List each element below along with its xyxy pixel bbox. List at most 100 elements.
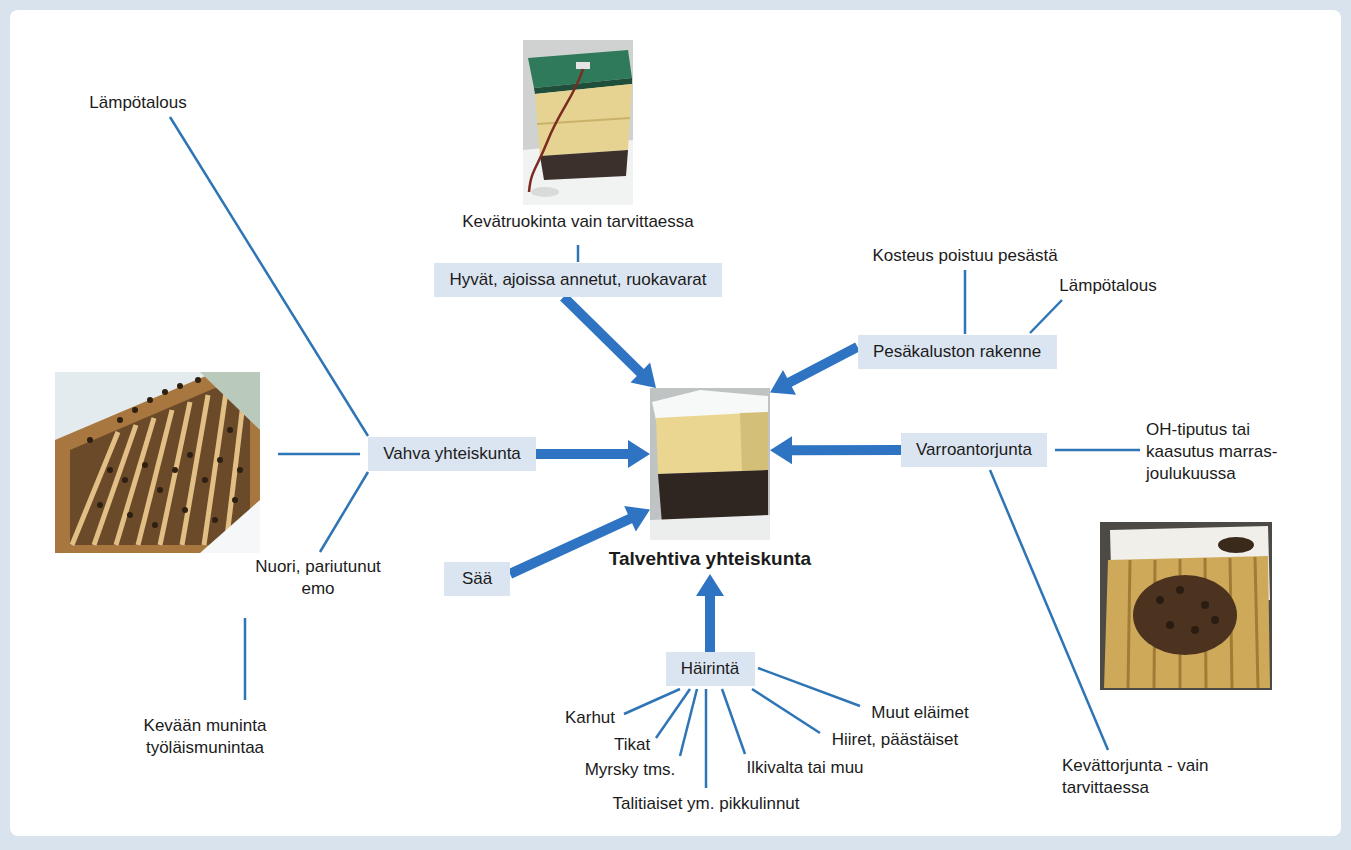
varroa-photo-part [1156, 586, 1219, 634]
box-text: Sää [462, 569, 492, 589]
bee-frames-photo-part-part [177, 383, 183, 389]
leader-lines-part [705, 689, 708, 788]
bee-frames-photo-part [55, 372, 260, 553]
wintering-hive-photo-part [650, 388, 770, 540]
annotation-label: Karhut [565, 707, 615, 729]
annotation-label: OH-tiputus tai kaasutus marras-joulukuus… [1146, 419, 1316, 485]
bee-frames-photo-part-part [162, 389, 168, 395]
factor-box: Sää [444, 562, 510, 596]
annotation-label: Ilkivalta tai muu [746, 757, 863, 779]
annotation-label: Tikat [614, 734, 650, 756]
bee-frames-photo-part-part [182, 507, 188, 513]
bee-frames-photo-part [138, 410, 172, 545]
box-text: Häirintä [681, 659, 740, 679]
bee-frames-photo-part-part [217, 457, 223, 463]
annotation-label: Nuori, pariutunut emo [253, 556, 383, 600]
hive-photo-top-part [540, 150, 628, 180]
leader-lines-part [278, 453, 360, 456]
bee-frames-photo-part [200, 500, 260, 553]
bee-frames-photo-part-part [97, 502, 103, 508]
leader-lines [170, 117, 1140, 788]
hive-photo-top-part [537, 118, 630, 124]
leader-lines-part [1030, 300, 1062, 333]
node-caption: Talvehtiva yhteiskunta [609, 548, 811, 570]
annotation-label: Kevään muninta työläismunintaa [135, 715, 275, 759]
box-text: Vahva yhteiskunta [383, 444, 521, 464]
bee-frames-photo-part-part [127, 512, 133, 518]
leader-lines-part [758, 668, 860, 706]
bee-frames-photo-part-part [202, 477, 208, 483]
leader-lines-part [656, 689, 690, 738]
annotation-label: Kevätruokinta vain tarvittaessa [462, 211, 694, 233]
bee-frames-photo-part [116, 418, 154, 545]
varroa-photo-part [1104, 556, 1270, 688]
factor-box: Vahva yhteiskunta [368, 437, 536, 471]
annotation-label: Lämpötalous [1059, 275, 1156, 297]
leader-lines-part [752, 689, 820, 733]
block-arrow [536, 440, 650, 468]
annotation-label: Kevättorjunta - vain tarvittaessa [1062, 755, 1222, 799]
bee-frames-photo-part-part [142, 462, 148, 468]
bee-frames-photo-part [182, 395, 208, 545]
varroa-photo-part [1218, 537, 1254, 553]
bee-frames-photo-part [200, 372, 260, 430]
bee-frames-photo-part-part [152, 522, 158, 528]
bee-frames-photo-part-part [212, 517, 218, 523]
varroa-photo-part-part [1166, 621, 1174, 629]
bee-frames-photo-part-part [172, 467, 178, 473]
bee-frames-photo-part [87, 377, 243, 528]
hive-photo-top-part [531, 187, 559, 197]
bee-frames-photo-part [204, 392, 226, 545]
factor-box: Hyvät, ajoissa annetut, ruokavarat [434, 263, 722, 297]
factor-box: Varroantorjunta [901, 433, 1047, 467]
hive-photo-top-part [535, 84, 632, 156]
bee-frames-photo-part-part [187, 452, 193, 458]
box-text: Pesäkaluston rakenne [873, 342, 1041, 362]
bee-frames-photo-part-part [132, 407, 138, 413]
hive-photo-top-part [529, 69, 583, 192]
block-arrow [560, 293, 656, 388]
annotation-label: Talitiaiset ym. pikkulinnut [612, 793, 799, 815]
hive-photo-top-part [576, 62, 590, 69]
varroa-photo-part-part [1201, 601, 1209, 609]
block-arrow [696, 574, 724, 652]
leader-lines-part [624, 689, 680, 714]
factor-box: Häirintä [666, 652, 755, 686]
leader-lines-part [244, 618, 247, 700]
factor-box: Pesäkaluston rakenne [858, 335, 1057, 369]
leader-lines-part [964, 270, 967, 334]
leader-lines-part [577, 245, 580, 262]
varroa-photo-part [1128, 557, 1258, 688]
bee-frames-photo-part-part [107, 467, 113, 473]
wintering-hive-photo-part [656, 412, 768, 474]
bee-frames-photo [55, 372, 260, 553]
white-panel [10, 10, 1341, 836]
leader-lines-part [170, 117, 368, 436]
block-arrow [770, 343, 860, 395]
varroa-photo-part-part [1255, 557, 1258, 688]
varroa-photo-part-part [1176, 586, 1184, 594]
bee-frames-photo-part-part [157, 487, 163, 493]
annotation-label: Myrsky tms. [585, 759, 676, 781]
box-text: Varroantorjunta [916, 440, 1032, 460]
hive-photo-top [523, 40, 633, 205]
leader-lines-part [680, 689, 697, 756]
wintering-hive-photo-part [740, 412, 768, 471]
varroa-photo-part-part [1211, 616, 1219, 624]
hive-photo-top-part [523, 40, 633, 205]
varroa-photo-part-part [1128, 560, 1130, 688]
bee-frames-photo-part [55, 372, 260, 553]
wintering-hive-photo-part [650, 515, 770, 540]
varroa-photo-part [1133, 575, 1237, 655]
bee-frames-photo-part [72, 432, 118, 545]
wintering-hive-photo [650, 388, 770, 540]
bee-frames-photo-part-part [117, 417, 123, 423]
block-arrow [770, 436, 901, 464]
varroa-photo [1100, 522, 1272, 690]
annotation-label: Lämpötalous [89, 92, 186, 114]
annotation-label: Hiiret, päästäiset [832, 729, 959, 751]
bee-frames-photo-part-part [232, 497, 238, 503]
hive-node: Talvehtiva yhteiskunta [650, 388, 770, 540]
bee-frames-photo-part-part [147, 397, 153, 403]
